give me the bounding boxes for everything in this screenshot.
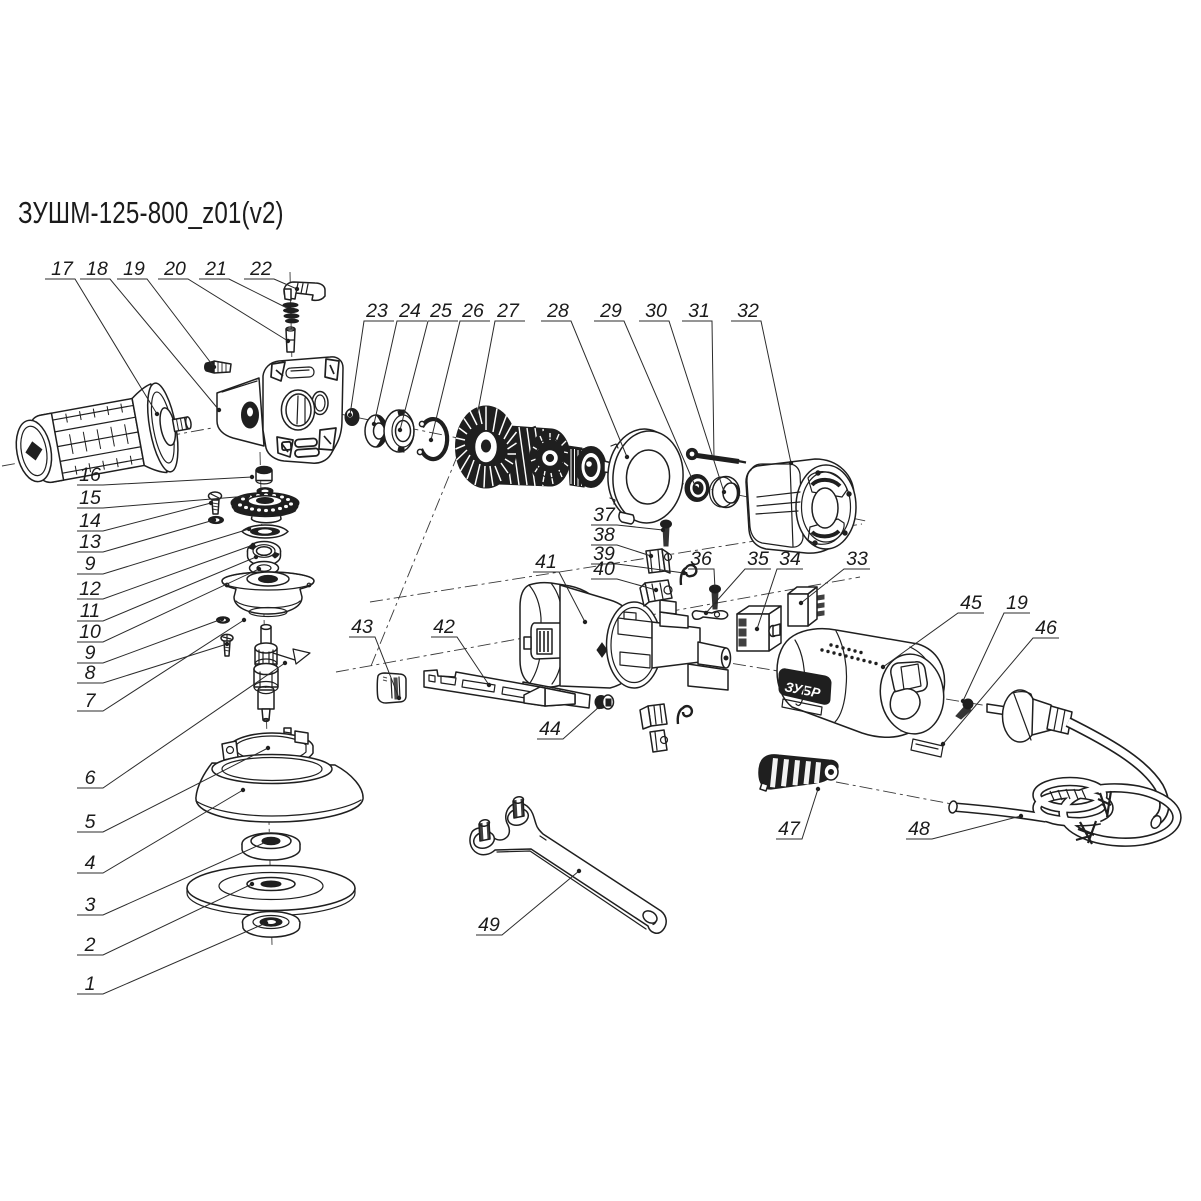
svg-text:29: 29 (599, 300, 622, 322)
svg-text:43: 43 (351, 616, 373, 638)
svg-text:33: 33 (846, 548, 868, 570)
svg-text:14: 14 (79, 510, 101, 532)
svg-text:16: 16 (79, 464, 101, 486)
svg-text:5: 5 (85, 811, 96, 833)
svg-text:6: 6 (85, 767, 96, 789)
svg-text:39: 39 (593, 543, 615, 565)
svg-text:1: 1 (85, 973, 96, 995)
svg-text:21: 21 (204, 258, 227, 280)
svg-text:35: 35 (747, 548, 769, 570)
svg-text:4: 4 (85, 852, 96, 874)
svg-text:37: 37 (593, 504, 616, 526)
svg-text:18: 18 (86, 258, 108, 280)
svg-text:27: 27 (496, 300, 520, 322)
svg-text:10: 10 (79, 621, 101, 643)
svg-text:20: 20 (163, 258, 186, 280)
svg-text:8: 8 (85, 662, 96, 684)
svg-text:48: 48 (908, 818, 930, 840)
svg-text:2: 2 (84, 934, 96, 956)
svg-text:9: 9 (85, 553, 96, 575)
svg-text:ЗУШМ-125-800_z01(v2): ЗУШМ-125-800_z01(v2) (18, 195, 284, 230)
svg-text:46: 46 (1035, 617, 1057, 639)
svg-text:36: 36 (690, 548, 712, 570)
svg-text:30: 30 (645, 300, 667, 322)
svg-text:ЗУБР: ЗУБР (783, 679, 822, 701)
svg-text:12: 12 (79, 578, 101, 600)
svg-text:22: 22 (249, 258, 272, 280)
svg-text:47: 47 (778, 818, 801, 840)
svg-text:32: 32 (737, 300, 759, 322)
svg-text:49: 49 (478, 914, 500, 936)
svg-text:9: 9 (85, 642, 96, 664)
svg-text:13: 13 (79, 531, 101, 553)
svg-text:45: 45 (960, 592, 982, 614)
svg-text:7: 7 (85, 690, 97, 712)
svg-text:19: 19 (1006, 592, 1028, 614)
svg-text:38: 38 (593, 524, 615, 546)
svg-text:41: 41 (535, 551, 557, 573)
svg-text:17: 17 (51, 258, 74, 280)
svg-text:42: 42 (433, 616, 455, 638)
svg-text:28: 28 (546, 300, 569, 322)
svg-text:3: 3 (85, 894, 96, 916)
svg-text:44: 44 (539, 718, 561, 740)
svg-text:26: 26 (461, 300, 484, 322)
svg-text:15: 15 (79, 487, 101, 509)
svg-text:19: 19 (123, 258, 145, 280)
svg-text:24: 24 (398, 300, 421, 322)
svg-text:25: 25 (429, 300, 452, 322)
svg-text:11: 11 (80, 600, 100, 622)
svg-text:40: 40 (593, 558, 615, 580)
svg-text:31: 31 (688, 300, 710, 322)
svg-text:23: 23 (365, 300, 388, 322)
svg-text:34: 34 (779, 548, 801, 570)
